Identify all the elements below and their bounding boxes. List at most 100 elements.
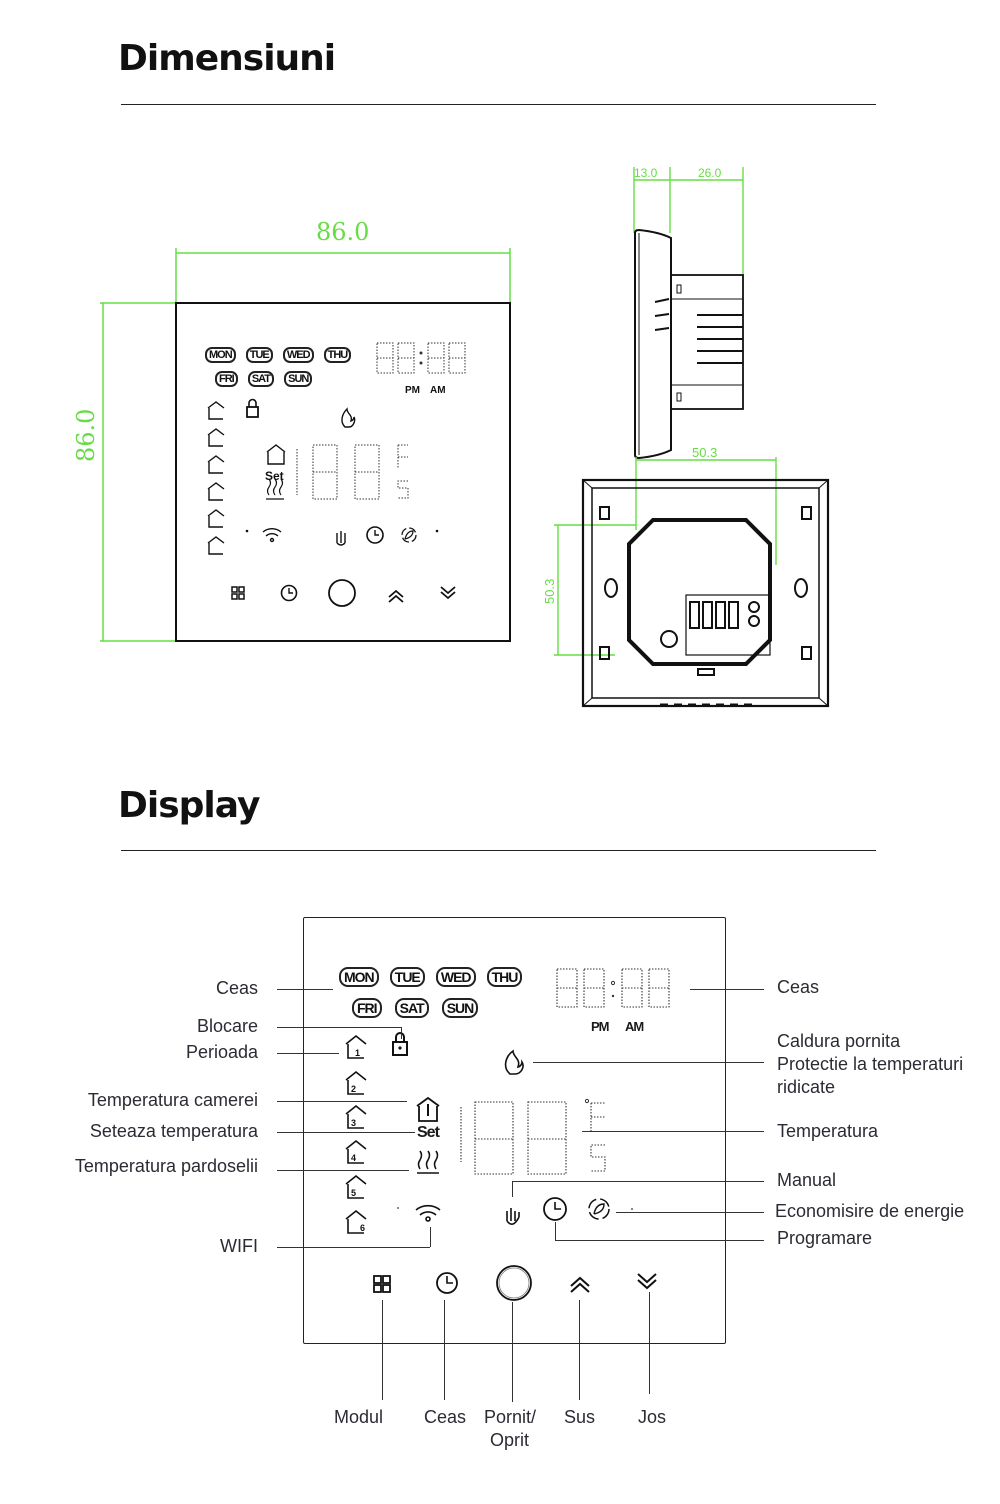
- leader-seteaza-temp: [277, 1132, 415, 1133]
- callout-temperatura: Temperatura: [777, 1121, 879, 1141]
- callout-ceas-left: Ceas: [215, 978, 258, 998]
- wifi-icon: [415, 1204, 441, 1222]
- small-room-temp-icon: [266, 444, 286, 465]
- temperature-digits: [460, 1101, 606, 1175]
- small-up-button: [388, 589, 404, 603]
- leader-manual: [512, 1181, 764, 1182]
- leader-pornit: [512, 1302, 513, 1402]
- front-view-drawing: [100, 248, 511, 642]
- svg-text:AM: AM: [430, 385, 446, 396]
- day-tue: TUE: [389, 967, 425, 987]
- callout-wifi: WIFI: [220, 1236, 258, 1256]
- day-wed: WED: [282, 347, 314, 363]
- small-lock-icon: [246, 398, 259, 418]
- side-view-drawing: [633, 167, 744, 460]
- small-days-row1: MON TUE WED THU: [205, 343, 352, 363]
- callout-ceas-right: Ceas: [777, 977, 820, 997]
- day-wed: WED: [435, 967, 476, 987]
- day-thu: THU: [486, 967, 523, 987]
- set-label: Set: [417, 1124, 440, 1141]
- period-2-icon: [345, 1070, 367, 1095]
- small-manual-icon: [336, 531, 346, 546]
- side-front-depth-label: 13.0: [634, 166, 658, 180]
- dimensions-divider: [121, 104, 876, 105]
- small-period-icons: [207, 401, 225, 555]
- callout-seteaza-temp: Seteaza temperatura: [89, 1121, 258, 1141]
- leader-ceas-right: [690, 989, 764, 990]
- svg-text:Set: Set: [265, 469, 284, 483]
- room-temp-icon: [416, 1096, 440, 1122]
- down-button-icon: [637, 1273, 657, 1290]
- callout-pornit-1: Pornit/: [484, 1407, 537, 1427]
- day-fri: FRI: [352, 998, 382, 1018]
- eco-icon: [588, 1198, 610, 1220]
- period-1-icon: [345, 1034, 367, 1059]
- period-5-icon: [345, 1174, 367, 1199]
- callout-manual: Manual: [777, 1170, 837, 1190]
- clock-button-icon: [436, 1272, 458, 1294]
- mode-button-icon: [373, 1275, 391, 1293]
- floor-heat-icon: [417, 1150, 439, 1174]
- small-flame-icon: [341, 407, 356, 428]
- display-divider: [121, 850, 876, 851]
- day-mon: MON: [339, 967, 379, 987]
- day-sat: SAT: [247, 371, 275, 387]
- svg-text:2: 2: [351, 1084, 356, 1094]
- callout-blocare: Blocare: [196, 1016, 258, 1036]
- svg-text:5: 5: [351, 1188, 356, 1198]
- leader-caldura: [533, 1062, 764, 1063]
- period-4-icon: [345, 1139, 367, 1164]
- front-width-label: 86.0: [316, 218, 370, 246]
- leader-sus: [579, 1300, 580, 1400]
- day-mon: MON: [205, 347, 236, 363]
- svg-text:6: 6: [360, 1223, 365, 1233]
- day-thu: THU: [323, 347, 352, 363]
- up-button-icon: [570, 1276, 590, 1293]
- small-temp-digits: [296, 444, 409, 500]
- day-tue: TUE: [245, 347, 273, 363]
- day-sun: SUN: [284, 371, 313, 387]
- leader-jos: [649, 1292, 650, 1394]
- leader-perioada: [277, 1053, 339, 1054]
- period-3-icon: [345, 1104, 367, 1129]
- side-back-depth-label: 26.0: [698, 166, 722, 180]
- callout-temp-pardoseli: Temperatura pardoselii: [74, 1156, 258, 1176]
- back-height-label: 50.3: [542, 578, 557, 604]
- callout-sus: Sus: [564, 1407, 596, 1427]
- small-program-icon: [366, 526, 384, 544]
- power-button-icon: [496, 1265, 532, 1301]
- back-view-drawing: [554, 457, 830, 708]
- small-floor-heat-icon: [266, 478, 284, 500]
- manual-icon: [506, 1208, 520, 1225]
- period-6-icon: [345, 1209, 367, 1234]
- program-icon: [543, 1197, 567, 1221]
- day-sat: SAT: [394, 998, 429, 1018]
- small-power-button: [328, 579, 356, 607]
- dimensions-heading: Dimensiuni: [118, 38, 336, 79]
- leader-blocare-v: [401, 1027, 402, 1039]
- leader-ceas-bottom: [444, 1300, 445, 1400]
- callout-caldura-2: Protectie la temperaturi: [777, 1054, 964, 1074]
- leader-ceas-left: [277, 989, 333, 990]
- svg-text:4: 4: [351, 1153, 356, 1163]
- days-row2: FRI SAT SUN: [352, 998, 479, 1018]
- callout-perioada: Perioada: [185, 1042, 258, 1062]
- callout-pornit-2: Oprit: [490, 1430, 530, 1450]
- am-label: AM: [625, 1019, 644, 1034]
- leader-modul: [382, 1300, 383, 1400]
- lock-icon: [392, 1032, 408, 1056]
- leader-temperatura: [582, 1131, 764, 1132]
- front-panel-outline: [175, 302, 511, 642]
- leader-temp-camerei: [277, 1101, 407, 1102]
- front-height-label: 86.0: [72, 408, 100, 462]
- svg-text:1: 1: [355, 1048, 360, 1058]
- leader-wifi: [277, 1247, 430, 1248]
- small-wifi-icon: [262, 528, 282, 543]
- small-down-button: [440, 586, 456, 600]
- small-clock-digits: [376, 342, 466, 374]
- small-clock-button: [280, 584, 298, 602]
- callout-jos: Jos: [638, 1407, 667, 1427]
- callout-ceas-bottom: Ceas: [424, 1407, 467, 1427]
- display-heading: Display: [118, 785, 260, 826]
- callout-caldura-1: Caldura pornita: [777, 1031, 901, 1051]
